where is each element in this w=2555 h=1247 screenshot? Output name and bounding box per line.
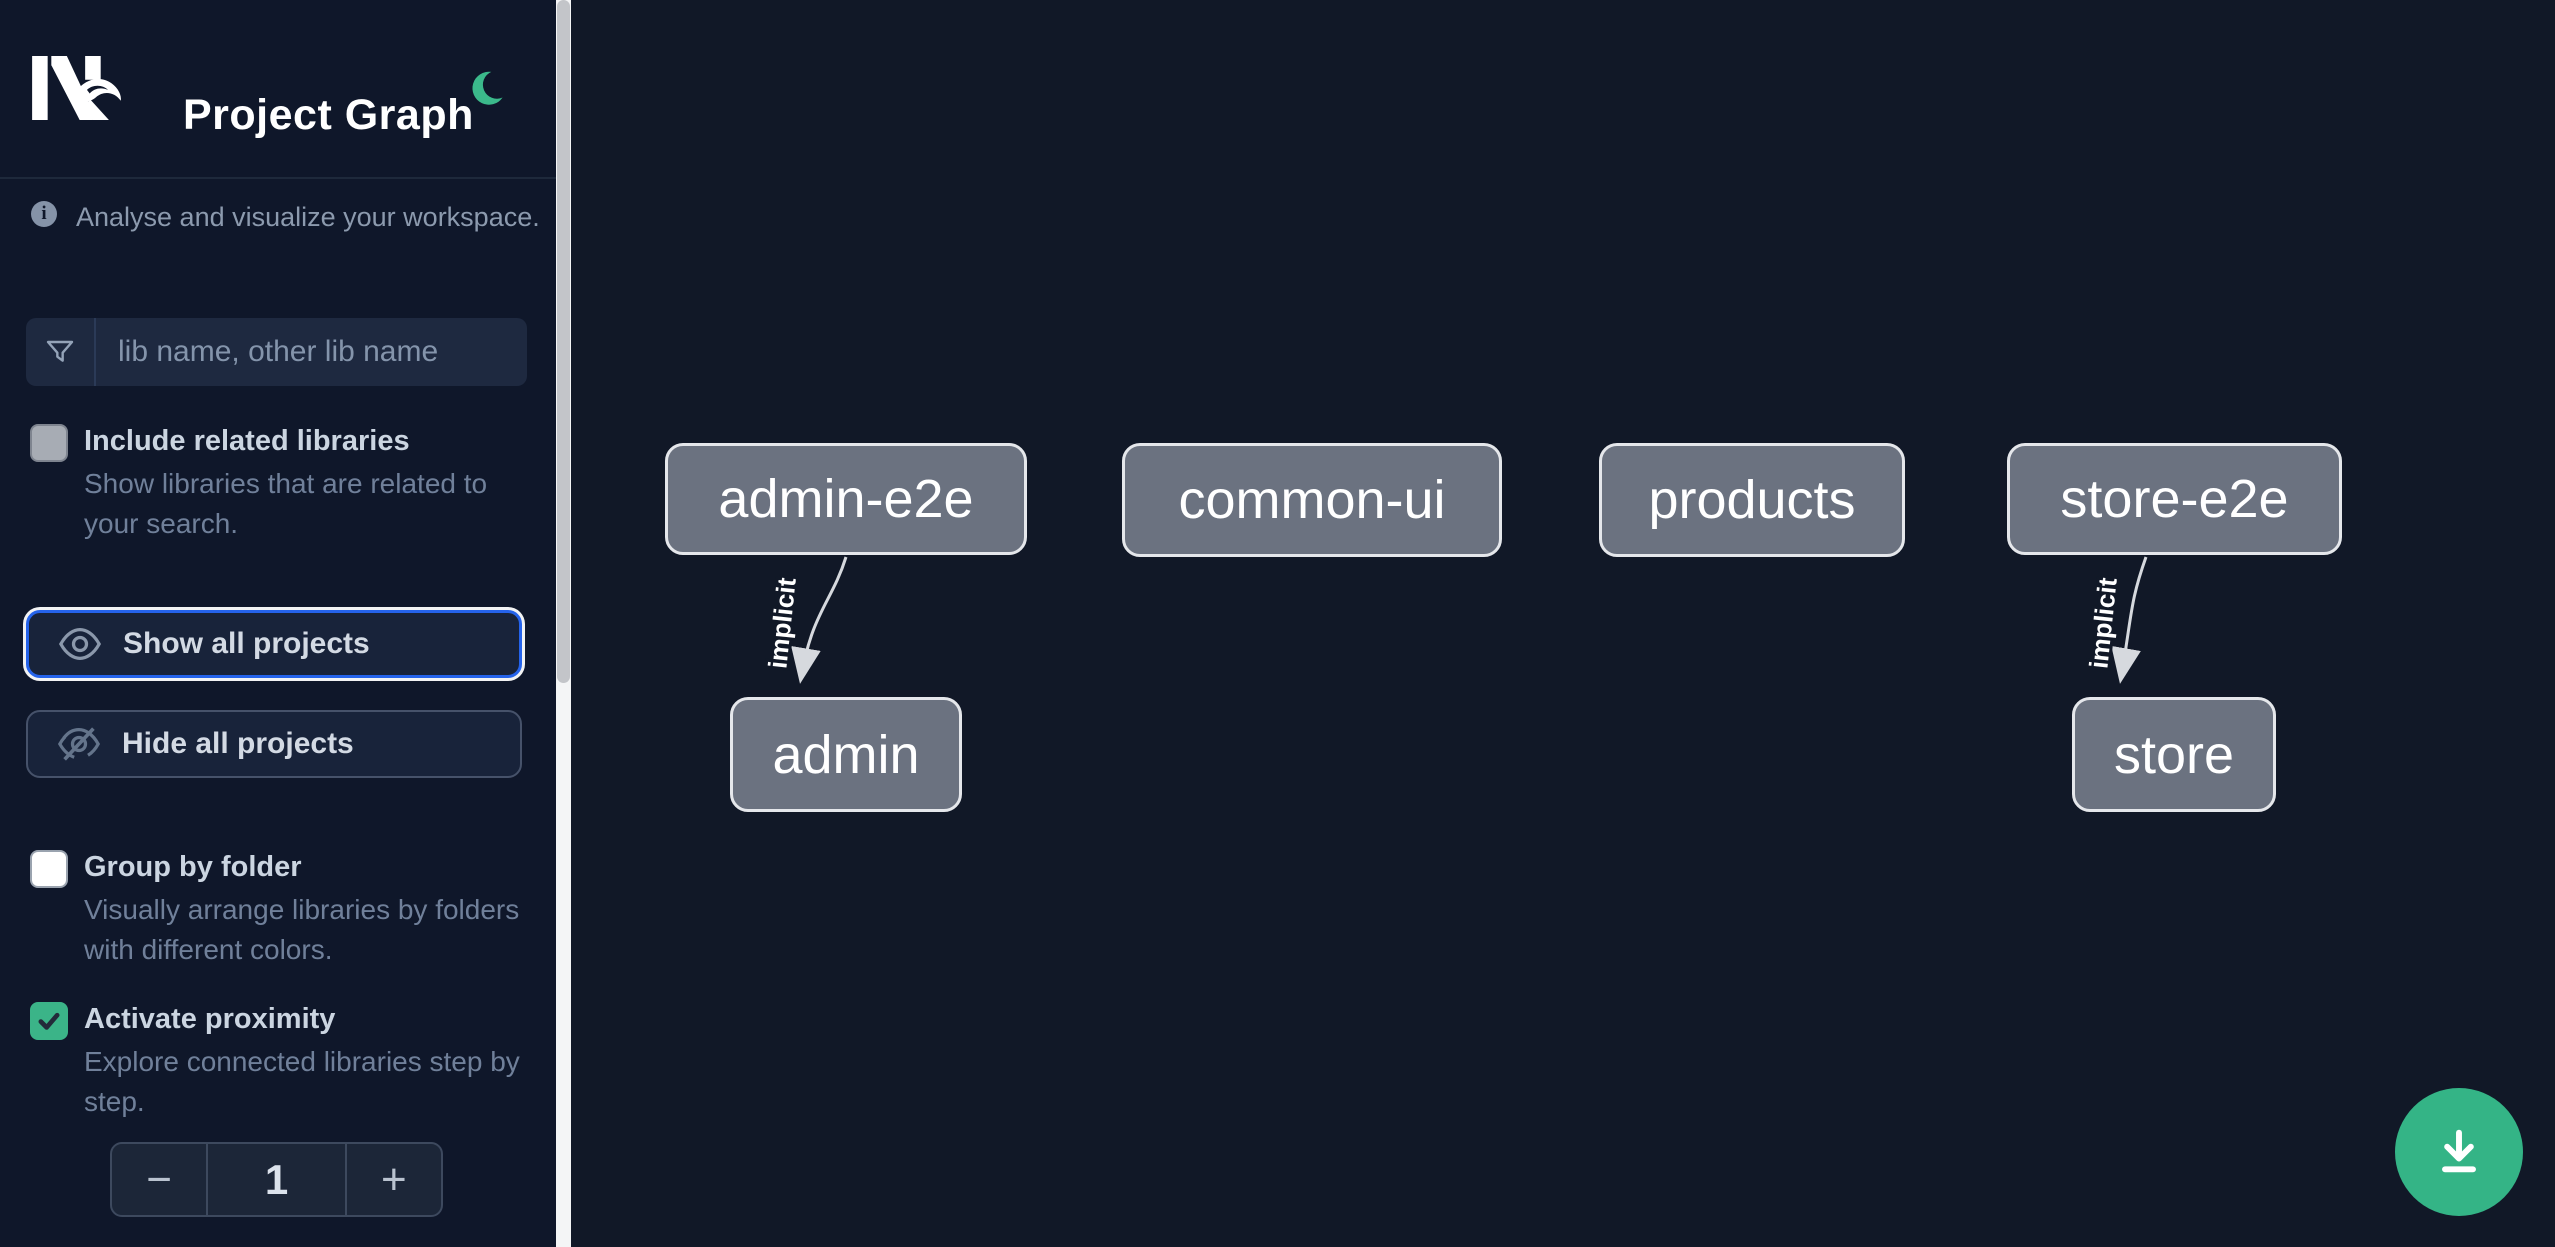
scrollbar-thumb[interactable] [557, 0, 570, 683]
check-icon [38, 1012, 60, 1030]
option-description: Visually arrange libraries by folders wi… [84, 894, 520, 965]
show-all-projects-label: Show all projects [123, 627, 370, 660]
download-icon [2431, 1123, 2487, 1182]
page-title: Project Graph [183, 90, 474, 139]
graph-node-admin[interactable]: admin [730, 697, 962, 812]
graph-node-common-ui[interactable]: common-ui [1122, 443, 1502, 557]
graph-node-products[interactable]: products [1599, 443, 1905, 557]
include-related-checkbox[interactable] [30, 424, 68, 462]
sidebar: Project Graph i Analyse and visualize yo… [0, 0, 556, 1247]
eye-icon [57, 621, 103, 667]
option-description: Explore connected libraries step by step… [84, 1046, 520, 1117]
option-include-related: Include related libraries Show libraries… [30, 422, 526, 544]
hide-all-projects-label: Hide all projects [122, 727, 354, 760]
option-group-by-folder: Group by folder Visually arrange librari… [30, 848, 526, 970]
graph-node-admin-e2e[interactable]: admin-e2e [665, 443, 1027, 555]
theme-toggle-button[interactable] [468, 68, 512, 112]
nx-logo [28, 56, 124, 120]
graph-node-store-e2e[interactable]: store-e2e [2007, 443, 2342, 555]
option-label: Group by folder [84, 851, 302, 883]
hide-all-projects-button[interactable]: Hide all projects [26, 710, 522, 778]
filter-box [26, 318, 527, 386]
increment-button[interactable]: + [347, 1144, 441, 1215]
stepper-value: 1 [206, 1144, 347, 1215]
decrement-button[interactable]: − [112, 1144, 206, 1215]
graph-node-store[interactable]: store [2072, 697, 2276, 812]
option-label: Include related libraries [84, 425, 410, 457]
option-activate-proximity: Activate proximity Explore connected lib… [30, 1000, 526, 1122]
info-icon: i [31, 201, 57, 227]
activate-proximity-checkbox[interactable] [30, 1002, 68, 1040]
header-divider [0, 177, 556, 179]
eye-off-icon [56, 721, 102, 767]
show-all-projects-button[interactable]: Show all projects [26, 610, 522, 678]
group-by-folder-checkbox[interactable] [30, 850, 68, 888]
download-button[interactable] [2395, 1088, 2523, 1216]
intro-text: Analyse and visualize your workspace. [76, 202, 540, 232]
proximity-stepper: − 1 + [110, 1142, 443, 1217]
graph-canvas[interactable] [571, 0, 2555, 1247]
option-description: Show libraries that are related to your … [84, 468, 488, 539]
moon-icon [468, 71, 512, 115]
option-label: Activate proximity [84, 1003, 336, 1035]
funnel-icon [26, 318, 96, 386]
filter-input[interactable] [96, 318, 527, 386]
